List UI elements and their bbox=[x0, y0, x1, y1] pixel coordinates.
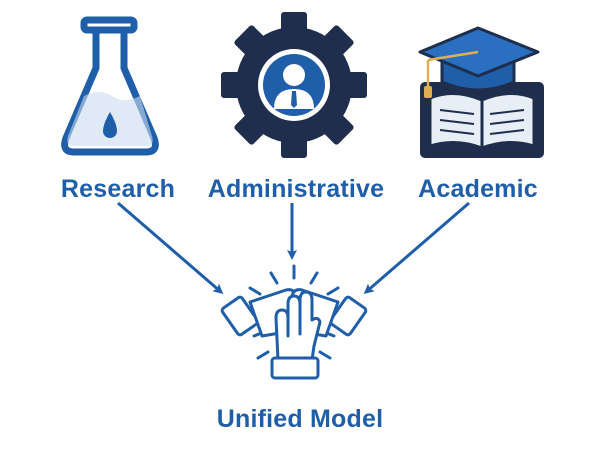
arrow-research-to-unified bbox=[117, 201, 224, 294]
flask-icon bbox=[61, 16, 159, 156]
label-administrative: Administrative bbox=[207, 175, 385, 203]
arrow-academic-to-unified bbox=[363, 201, 470, 294]
label-academic: Academic bbox=[418, 175, 538, 203]
joined-hands-icon bbox=[220, 264, 368, 380]
gear-person-icon bbox=[221, 12, 367, 158]
label-unified-model: Unified Model bbox=[216, 405, 384, 433]
label-research: Research bbox=[60, 175, 176, 203]
burst-lines bbox=[248, 264, 340, 360]
graduation-book-icon bbox=[418, 26, 544, 158]
